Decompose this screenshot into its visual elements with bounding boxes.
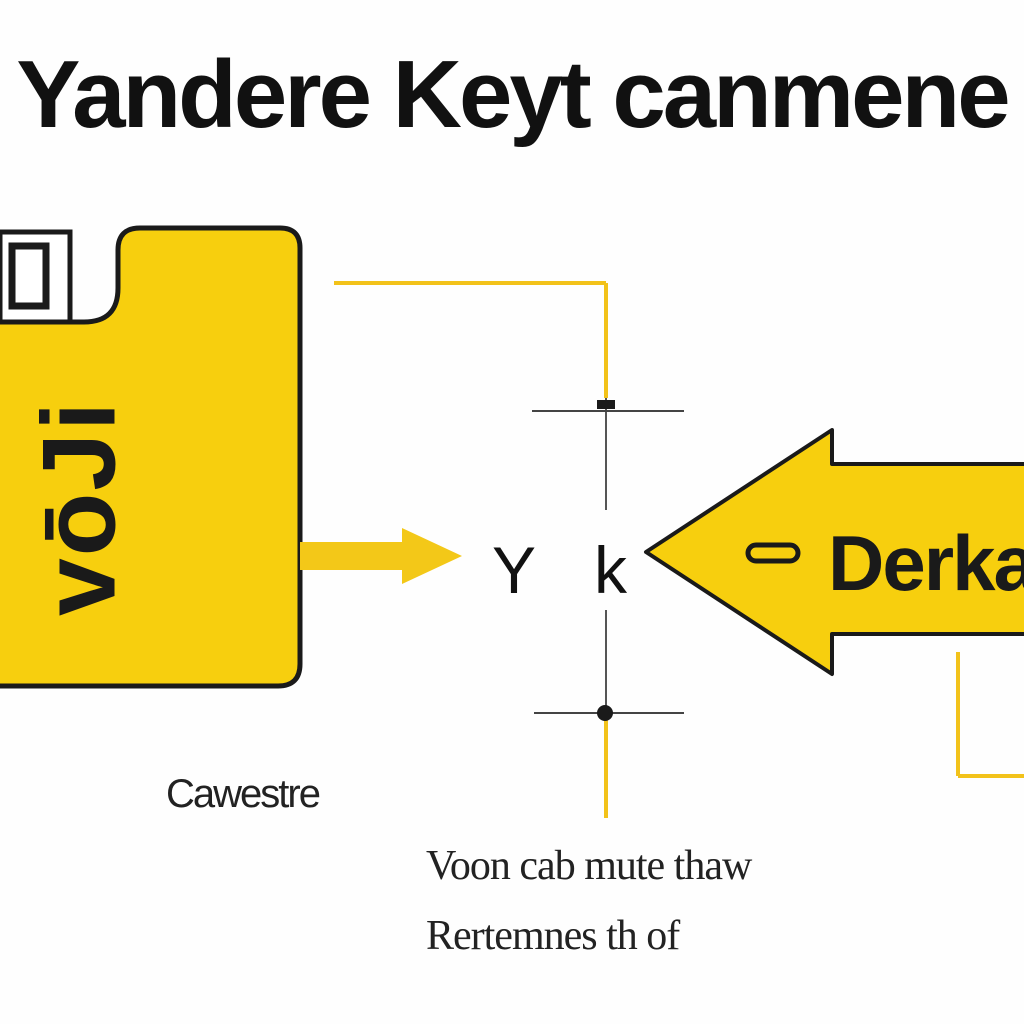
card-tab: [0, 229, 73, 325]
card-to-node-arrow: [300, 528, 462, 584]
right-connector: [956, 652, 1024, 778]
caption-left: Cawestre: [166, 772, 321, 816]
arrow-label: Derkac: [828, 519, 1024, 607]
caption-line-1: Voon cab mute thaw: [426, 843, 752, 889]
yellow-card: [0, 225, 303, 689]
card-vertical-text: vōJi: [21, 399, 138, 617]
node-axis: [532, 398, 684, 818]
node-letter-y: Y: [492, 533, 537, 607]
node-letter-k: k: [594, 533, 627, 607]
top-connector: [334, 281, 608, 398]
minus-pill-icon: [745, 542, 801, 564]
caption-line-2: Rertemnes th of: [426, 913, 680, 959]
yellow-arrow: [644, 428, 1024, 676]
diagram-title: Yandere Keyt canmene: [16, 41, 1010, 148]
